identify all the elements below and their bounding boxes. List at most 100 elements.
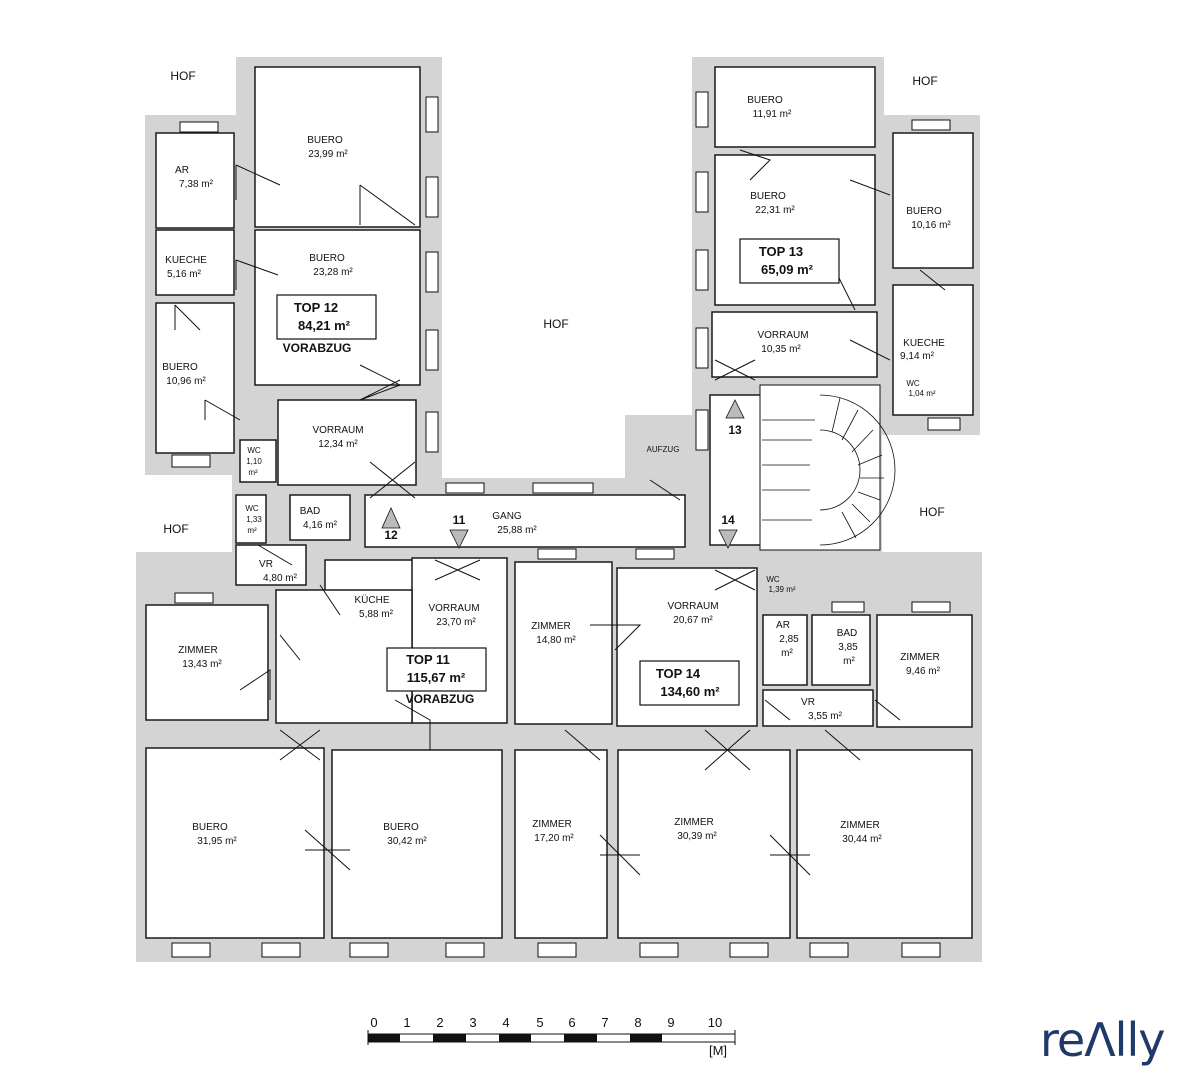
lift-label: AUFZUG: [647, 445, 680, 454]
room-name: KÜCHE: [354, 594, 389, 606]
room-area: 20,67 m²: [673, 615, 713, 626]
ar-area: 2,85: [779, 634, 799, 645]
scale-tick: 7: [601, 1015, 608, 1030]
room-area: 31,95 m²: [197, 836, 237, 847]
room-area: 10,35 m²: [761, 344, 801, 355]
room-area: 13,43 m²: [182, 659, 222, 670]
entrance-number: 13: [728, 423, 742, 437]
room-name: BUERO: [307, 135, 343, 146]
room-area: 23,70 m²: [436, 617, 476, 628]
scale-tick: 2: [436, 1015, 443, 1030]
unit-area: 115,67 m²: [407, 670, 466, 685]
room-area: 3,55 m²: [808, 711, 843, 722]
room-name: BUERO: [383, 822, 419, 833]
room-name: ZIMMER: [178, 645, 217, 656]
unit-area: 84,21 m²: [298, 318, 351, 333]
unit-name: TOP 14: [656, 666, 701, 681]
scale-tick: 10: [708, 1015, 722, 1030]
room-name: BUERO: [906, 206, 942, 217]
room-area: 30,42 m²: [387, 836, 427, 847]
room-area: 14,80 m²: [536, 635, 576, 646]
room-name: VORRAUM: [428, 603, 479, 614]
unit-area: 65,09 m²: [761, 262, 814, 277]
entrance-markers: [381, 399, 745, 549]
room-area: 25,88 m²: [497, 525, 537, 536]
hof-label-w: HOF: [163, 522, 188, 536]
small-room-labels: WC 1,10 m² WC 1,33 m² WC 1,04 m² WC 1,39…: [245, 379, 936, 667]
unit-area: 134,60 m²: [660, 684, 720, 699]
room-area: 10,16 m²: [911, 220, 951, 231]
room-area: 5,88 m²: [359, 609, 394, 620]
hof-label-e: HOF: [919, 505, 944, 519]
room-area: 7,38 m²: [179, 179, 214, 190]
wc-area: 1,39 m²: [768, 585, 795, 594]
entrance-numbers: 12 11 13 14: [384, 423, 742, 542]
wc-name: WC: [906, 379, 920, 388]
ar-unit: m²: [781, 648, 793, 659]
room-name: BUERO: [309, 253, 345, 264]
room-name: BUERO: [192, 822, 228, 833]
wc-name: WC: [247, 446, 261, 455]
hof-label-center: HOF: [543, 317, 568, 331]
unit-note: VORABZUG: [283, 341, 352, 355]
room-area: 9,14 m²: [900, 351, 935, 362]
wc-name: WC: [245, 504, 259, 513]
scale-bar: 0 1 2 3 4 5 6 7 8 9 10 [M]: [367, 1015, 736, 1058]
windows: [171, 91, 961, 958]
room-name: BUERO: [162, 362, 198, 373]
wc-name: WC: [766, 575, 780, 584]
room-name: VORRAUM: [757, 330, 808, 341]
room-area: 4,16 m²: [303, 520, 338, 531]
wc-area: 1,04 m²: [908, 389, 935, 398]
scale-tick: 4: [502, 1015, 509, 1030]
room-area: 17,20 m²: [534, 833, 574, 844]
scale-unit: [M]: [709, 1043, 727, 1058]
unit-name: TOP 13: [759, 244, 803, 259]
wc-unit: m²: [247, 526, 257, 535]
scale-tick: 6: [568, 1015, 575, 1030]
room-name: KUECHE: [903, 338, 945, 349]
scale-tick: 9: [667, 1015, 674, 1030]
bad-name: BAD: [837, 628, 858, 639]
room-name: VORRAUM: [312, 425, 363, 436]
ar-name: AR: [776, 620, 790, 631]
bad-unit: m²: [843, 656, 855, 667]
entrance-number: 11: [453, 513, 466, 527]
room-area: 23,28 m²: [313, 267, 353, 278]
hof-label-nw: HOF: [170, 69, 195, 83]
unit-note: VORABZUG: [406, 692, 475, 706]
hof-label-ne: HOF: [912, 74, 937, 88]
wc-area: 1,33: [246, 515, 262, 524]
room-name: VORRAUM: [667, 601, 718, 612]
room-area: 11,91 m²: [753, 109, 792, 120]
room-name: GANG: [492, 511, 522, 522]
room-area: 10,96 m²: [166, 376, 206, 387]
scale-tick: 8: [634, 1015, 641, 1030]
room-area: 9,46 m²: [906, 666, 941, 677]
room-area: 12,34 m²: [318, 439, 358, 450]
rooms-white: [145, 66, 974, 939]
room-name: VR: [801, 697, 815, 708]
room-name: ZIMMER: [532, 819, 571, 830]
room-area: 30,44 m²: [842, 834, 882, 845]
room-name: ZIMMER: [531, 621, 570, 632]
scale-tick: 3: [469, 1015, 476, 1030]
wc-unit: m²: [248, 468, 258, 477]
room-name: BUERO: [750, 191, 786, 202]
unit-labels: TOP 12 84,21 m² VORABZUG TOP 13 65,09 m²…: [276, 238, 840, 706]
entrance-number: 14: [721, 513, 735, 527]
unit-name: TOP 11: [406, 652, 450, 667]
room-name: VR: [259, 559, 273, 570]
scale-tick: 0: [370, 1015, 377, 1030]
room-area: 30,39 m²: [677, 831, 717, 842]
room-area: 5,16 m²: [167, 269, 202, 280]
room-name: KUECHE: [165, 255, 207, 266]
scale-tick: 5: [536, 1015, 543, 1030]
scale-tick: 1: [403, 1015, 410, 1030]
wc-area: 1,10: [246, 457, 262, 466]
room-name: AR: [175, 165, 189, 176]
room-name: BUERO: [747, 95, 783, 106]
room-name: ZIMMER: [900, 652, 939, 663]
room-area: 4,80 m²: [263, 573, 298, 584]
room-area: 23,99 m²: [308, 149, 348, 160]
